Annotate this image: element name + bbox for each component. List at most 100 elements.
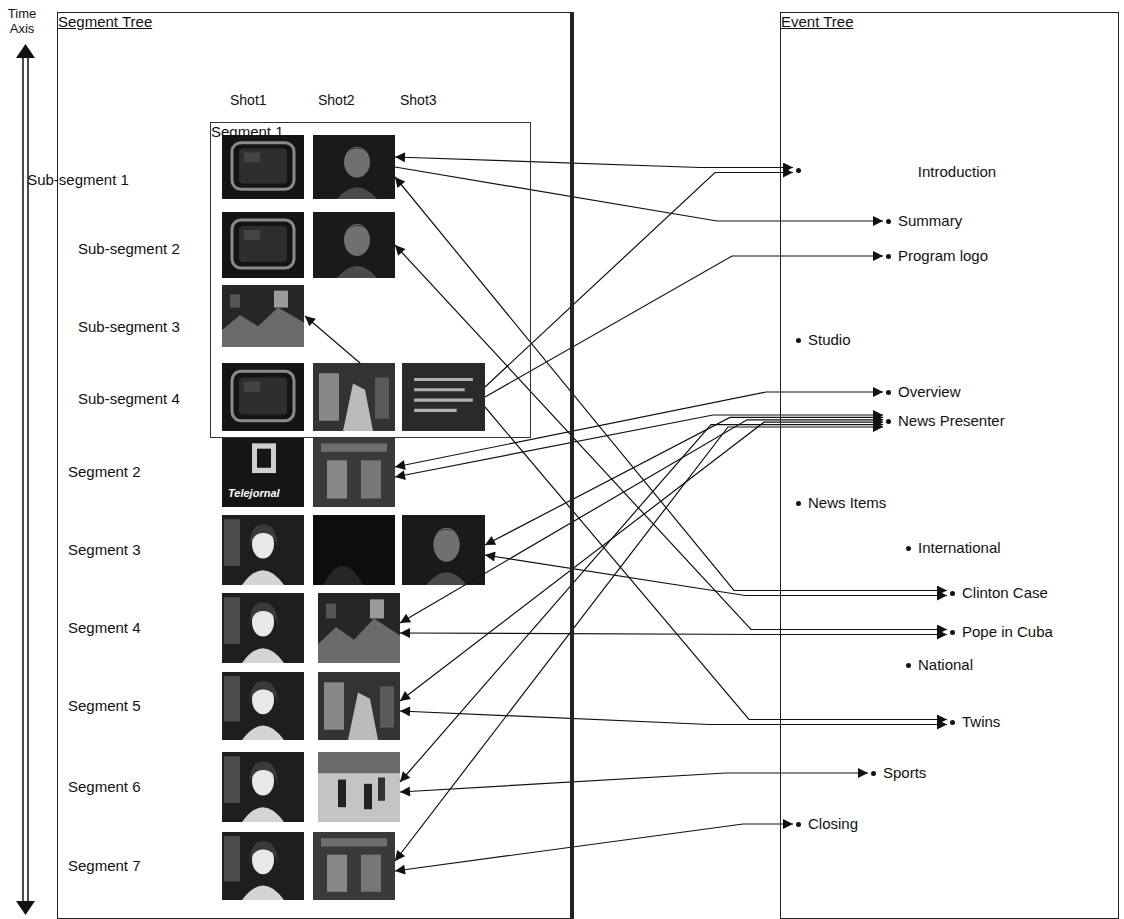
axis-arrowhead xyxy=(16,901,35,915)
segment-label: Sub-segment 3 xyxy=(78,318,180,336)
video-thumbnail xyxy=(313,515,395,585)
video-thumbnail xyxy=(222,363,304,431)
video-thumbnail xyxy=(222,672,304,740)
event-label: National xyxy=(918,656,973,674)
connector-arrow xyxy=(305,316,360,363)
connector-arrow xyxy=(485,256,883,397)
segment-row: Segment 5 xyxy=(65,672,400,740)
bullet-dot xyxy=(950,630,955,635)
event-item: News Presenter xyxy=(883,412,1008,430)
event-item: Twins xyxy=(947,713,1003,731)
video-thumbnail xyxy=(313,135,395,199)
bullet-dot xyxy=(906,663,911,668)
event-label: Summary xyxy=(898,212,962,230)
event-item: News Items xyxy=(793,494,889,512)
logo-caption: Telejornal xyxy=(228,487,280,500)
event-label: International xyxy=(918,539,1001,557)
video-thumbnail xyxy=(222,832,304,900)
event-item: Introduction xyxy=(793,161,889,179)
bullet-dot xyxy=(886,219,891,224)
panel-title: Segment Tree xyxy=(58,13,152,31)
bullet-dot xyxy=(950,720,955,725)
segment-row: Sub-segment 3 xyxy=(75,285,305,347)
bullet-dot xyxy=(886,390,891,395)
connector-arrow xyxy=(400,422,883,701)
tree-panel: IntroductionSummaryProgram logoStudioOve… xyxy=(780,12,1119,919)
thumbnails xyxy=(222,135,485,900)
video-thumbnail xyxy=(318,672,400,740)
event-label: Twins xyxy=(962,713,1000,731)
axis-line xyxy=(22,56,24,903)
event-item: Pope in Cuba xyxy=(947,623,1056,641)
event-item: National xyxy=(903,656,976,674)
event-item: Program logo xyxy=(883,247,991,265)
video-thumbnail xyxy=(222,212,304,278)
video-thumbnail xyxy=(313,832,395,900)
bullet-dot xyxy=(796,501,801,506)
segment-row: Segment 4 xyxy=(65,593,400,663)
segment-label: Segment 2 xyxy=(68,463,141,481)
connector-arrow xyxy=(485,407,947,720)
segment-label: Segment 5 xyxy=(68,697,141,715)
bullet-dot xyxy=(796,822,801,827)
segment-label: Segment 1 xyxy=(211,123,284,141)
video-thumbnail xyxy=(222,515,304,585)
connector-arrow xyxy=(400,633,947,635)
segment-label: Sub-segment 4 xyxy=(78,390,180,408)
shot-label: Shot2 xyxy=(318,92,355,109)
tree-panel: Sub-segment 1 Sub-segment 2 Sub-segment 3 S… xyxy=(57,12,574,919)
connector-arrow xyxy=(400,711,947,725)
segment-group-box: Sub-segment 1Sub-segment 2Sub-segment 3S… xyxy=(210,122,531,438)
connector-arrow xyxy=(485,555,947,596)
segment-row: Segment 6 xyxy=(65,752,400,822)
video-thumbnail xyxy=(222,752,304,822)
label-slot: Shot2 xyxy=(318,92,355,109)
event-item: Overview xyxy=(883,383,964,401)
connector-arrow xyxy=(395,177,947,591)
connector-arrow xyxy=(395,824,793,871)
video-thumbnail xyxy=(318,593,400,663)
event-label: Introduction xyxy=(918,163,996,181)
video-thumbnail xyxy=(222,135,304,199)
label-slot: Time Axis xyxy=(3,6,41,36)
bullet-dot xyxy=(886,419,891,424)
event-label: News Items xyxy=(808,494,886,512)
panel-title: Event Tree xyxy=(781,13,854,31)
bullet-dot xyxy=(906,546,911,551)
segment-label: Segment 4 xyxy=(68,619,141,637)
connector-arrow xyxy=(485,173,793,388)
connector-arrow xyxy=(400,773,868,792)
connector-arrow xyxy=(395,427,883,861)
bullet-dot xyxy=(796,168,801,173)
shot-label: Shot3 xyxy=(400,92,437,109)
segment-label: Sub-segment 2 xyxy=(78,240,180,258)
event-item: International xyxy=(903,539,1004,557)
label-slot: Telejornal xyxy=(228,487,280,500)
connector-arrow xyxy=(395,167,883,221)
video-thumbnail xyxy=(402,363,485,431)
video-thumbnail xyxy=(222,593,304,663)
bullet-dot xyxy=(950,591,955,596)
event-label: Studio xyxy=(808,331,851,349)
video-thumbnail xyxy=(313,363,395,431)
connector-arrow xyxy=(400,420,883,623)
event-label: Closing xyxy=(808,815,858,833)
video-thumbnail xyxy=(318,752,400,822)
event-label: Overview xyxy=(898,383,961,401)
event-label: Clinton Case xyxy=(962,584,1048,602)
segment-row: Segment 7 xyxy=(65,832,395,900)
connector-arrow xyxy=(400,425,883,782)
event-label: Pope in Cuba xyxy=(962,623,1053,641)
segment-row: Sub-segment 1 xyxy=(75,135,395,199)
video-thumbnail xyxy=(402,515,485,585)
event-item: Summary xyxy=(883,212,965,230)
axis-arrowhead xyxy=(16,44,35,58)
event-item: Studio xyxy=(793,331,854,349)
bullet-dot xyxy=(886,254,891,259)
event-label: Sports xyxy=(883,764,926,782)
bullet-dot xyxy=(796,338,801,343)
event-item: Sports xyxy=(868,764,929,782)
